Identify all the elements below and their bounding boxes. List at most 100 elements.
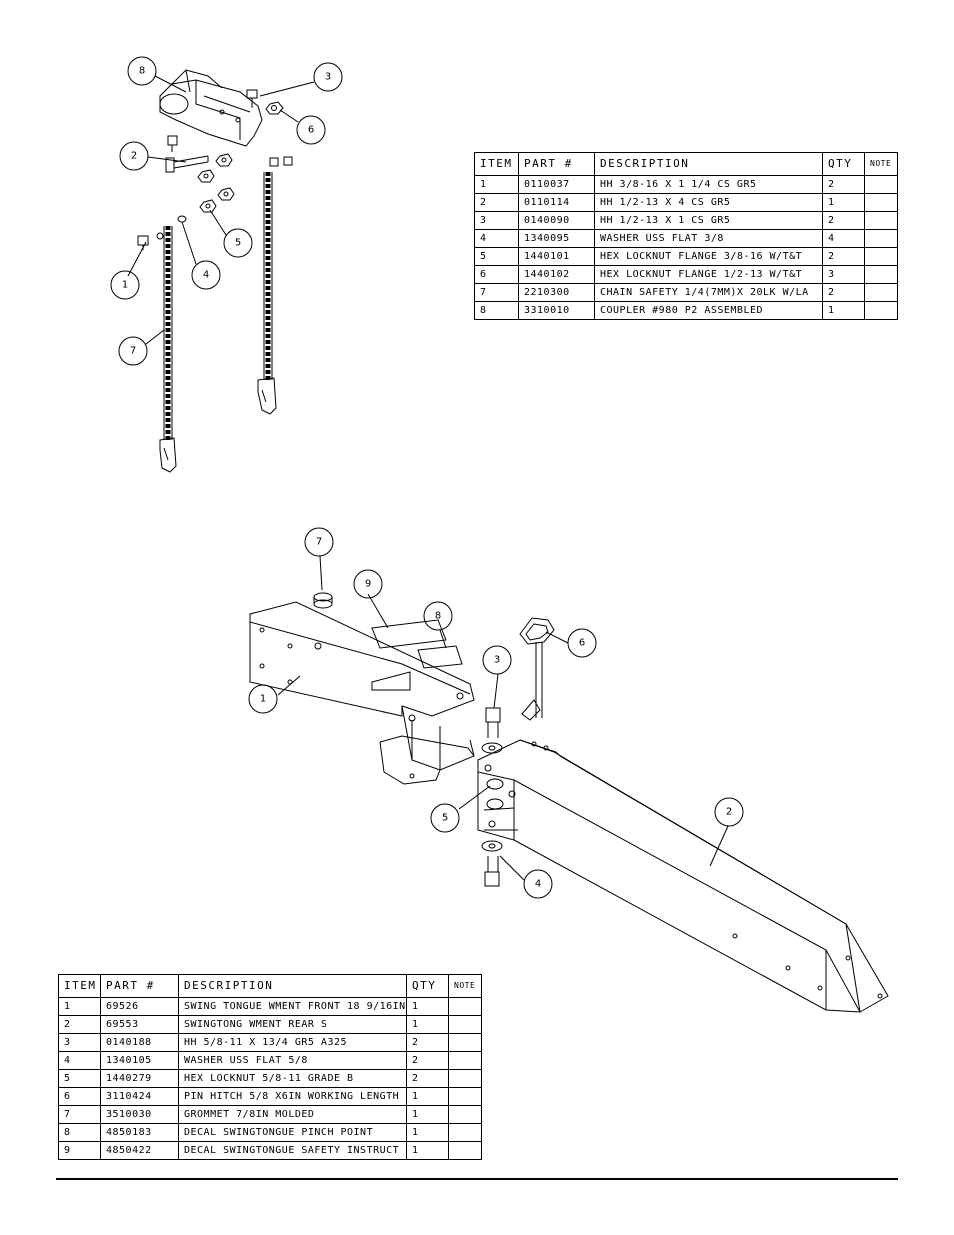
callout-balloon-b8 bbox=[423, 601, 453, 631]
cell-qty: 1 bbox=[406, 997, 449, 1016]
cell-qty: 2 bbox=[822, 175, 865, 194]
callout-balloon-5 bbox=[223, 228, 253, 258]
bolt-part-3 bbox=[246, 89, 258, 108]
cell-qty: 1 bbox=[406, 1123, 449, 1142]
callout-label-top-7: 7 bbox=[130, 346, 136, 357]
cell-description: SWINGTONG WMENT REAR S bbox=[178, 1015, 407, 1034]
cell-note bbox=[448, 1105, 482, 1124]
cell-item: 5 bbox=[474, 247, 519, 266]
decal-part-8 bbox=[417, 645, 463, 669]
cell-note bbox=[864, 265, 898, 284]
cell-part: 4850183 bbox=[100, 1123, 179, 1142]
cell-note bbox=[864, 211, 898, 230]
cell-item: 1 bbox=[474, 175, 519, 194]
hitch-pin-part bbox=[519, 617, 555, 721]
swing-tongue-front-part bbox=[249, 601, 475, 785]
coupler-part bbox=[159, 69, 263, 147]
callout-balloon-b3 bbox=[482, 645, 512, 675]
cell-description: HEX LOCKNUT 5/8-11 GRADE B bbox=[178, 1069, 407, 1088]
callout-balloon-1 bbox=[110, 270, 140, 300]
callout-balloon-3 bbox=[313, 62, 343, 92]
cell-part: 69553 bbox=[100, 1015, 179, 1034]
callout-leaders-bottom bbox=[277, 555, 729, 881]
cell-note bbox=[448, 1069, 482, 1088]
callout-label-bottom-2: 8 bbox=[435, 611, 441, 622]
cell-description: PIN HITCH 5/8 X6IN WORKING LENGTH bbox=[178, 1087, 407, 1106]
callout-label-bottom-3: 6 bbox=[579, 638, 585, 649]
cell-part: 1440279 bbox=[100, 1069, 179, 1088]
callout-label-top-2: 6 bbox=[308, 125, 314, 136]
cell-description: HEX LOCKNUT FLANGE 3/8-16 W/T&T bbox=[594, 247, 823, 266]
callout-balloon-4 bbox=[191, 260, 221, 290]
cell-part: 3510030 bbox=[100, 1105, 179, 1124]
cell-part: 1340105 bbox=[100, 1051, 179, 1070]
cell-qty: 1 bbox=[406, 1141, 449, 1160]
nut-part-small bbox=[137, 153, 293, 250]
callout-balloon-8 bbox=[127, 56, 157, 86]
cell-note bbox=[448, 1051, 482, 1070]
cell-description: SWING TONGUE WMENT FRONT 18 9/16IN bbox=[178, 997, 407, 1016]
cell-item: 6 bbox=[58, 1087, 101, 1106]
cell-item: 9 bbox=[58, 1141, 101, 1160]
cell-qty: 2 bbox=[406, 1069, 449, 1088]
callout-balloon-b9 bbox=[353, 569, 383, 599]
bolt-part-3-lower bbox=[481, 707, 503, 754]
cell-part: 3310010 bbox=[518, 301, 595, 320]
callout-label-top-5: 4 bbox=[203, 270, 209, 281]
cell-item: 3 bbox=[58, 1033, 101, 1052]
header-description: DESCRIPTION bbox=[594, 152, 823, 176]
cell-note bbox=[448, 997, 482, 1016]
cell-part: 2210300 bbox=[518, 283, 595, 302]
cell-note bbox=[864, 175, 898, 194]
header-note: NOTE bbox=[864, 152, 898, 176]
callout-leaders-top bbox=[127, 75, 315, 345]
callout-label-top-4: 5 bbox=[235, 238, 241, 249]
cell-qty: 2 bbox=[822, 247, 865, 266]
cell-note bbox=[448, 1087, 482, 1106]
cell-description: WASHER USS FLAT 5/8 bbox=[178, 1051, 407, 1070]
callout-label-bottom-8: 4 bbox=[535, 879, 541, 890]
bolt-part-4-lower bbox=[481, 840, 503, 887]
cell-description: HH 5/8-11 X 13/4 GR5 A325 bbox=[178, 1033, 407, 1052]
cell-part: 69526 bbox=[100, 997, 179, 1016]
cell-part: 1440102 bbox=[518, 265, 595, 284]
cell-qty: 1 bbox=[406, 1087, 449, 1106]
cell-item: 2 bbox=[58, 1015, 101, 1034]
cell-item: 4 bbox=[58, 1051, 101, 1070]
cell-item: 6 bbox=[474, 265, 519, 284]
table-header-row: ITEM PART # DESCRIPTION QTY NOTE bbox=[474, 152, 898, 176]
callout-label-bottom-0: 7 bbox=[316, 537, 322, 548]
table-header-row: ITEM PART # DESCRIPTION QTY NOTE bbox=[58, 974, 482, 998]
cell-item: 8 bbox=[58, 1123, 101, 1142]
cell-description: HH 1/2-13 X 1 CS GR5 bbox=[594, 211, 823, 230]
callout-balloon-b2 bbox=[714, 797, 744, 827]
header-note: NOTE bbox=[448, 974, 482, 998]
cell-item: 8 bbox=[474, 301, 519, 320]
callout-label-bottom-4: 3 bbox=[494, 655, 500, 666]
cell-note bbox=[864, 247, 898, 266]
cell-description: COUPLER #980 P2 ASSEMBLED bbox=[594, 301, 823, 320]
cell-note bbox=[448, 1123, 482, 1142]
callout-label-bottom-1: 9 bbox=[365, 579, 371, 590]
cell-qty: 2 bbox=[406, 1033, 449, 1052]
header-part: PART # bbox=[518, 152, 595, 176]
callout-label-bottom-6: 5 bbox=[442, 813, 448, 824]
callout-balloon-b5 bbox=[430, 803, 460, 833]
callout-label-bottom-7: 2 bbox=[726, 807, 732, 818]
cell-description: WASHER USS FLAT 3/8 bbox=[594, 229, 823, 248]
bolt-part-2 bbox=[165, 135, 209, 173]
cell-item: 7 bbox=[58, 1105, 101, 1124]
